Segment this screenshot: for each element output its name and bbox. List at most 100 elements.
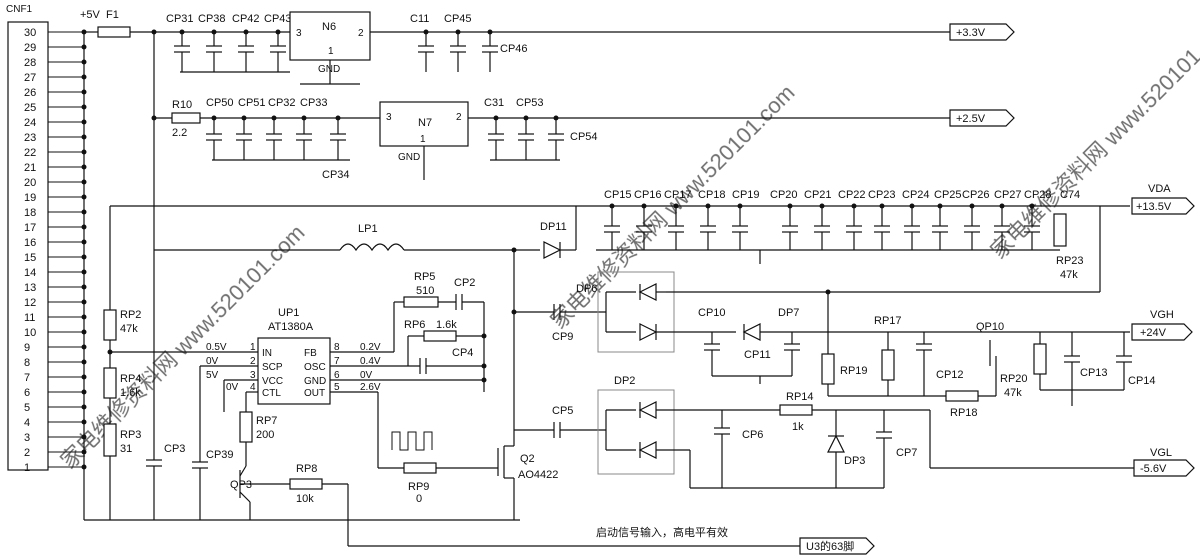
svg-text:N7: N7	[418, 117, 432, 129]
connector-pin: 14	[24, 267, 36, 279]
svg-text:QP3: QP3	[230, 479, 252, 491]
svg-text:DP2: DP2	[614, 375, 635, 387]
svg-text:2: 2	[358, 28, 364, 39]
connector-pin: 1	[24, 462, 30, 474]
vda-cap-label: CP23	[868, 189, 896, 201]
resistor-rp7	[239, 411, 253, 443]
ic-pin-number: 3	[250, 370, 256, 381]
output-vgh-tag	[1131, 323, 1193, 341]
svg-text:LP1: LP1	[358, 223, 378, 235]
dp2-package	[597, 389, 675, 475]
svg-text:CP33: CP33	[300, 97, 328, 109]
connector-pin: 8	[24, 357, 30, 369]
startup-signal: 启动信号输入，高电平有效 U3的63脚	[596, 525, 875, 555]
svg-text:GND: GND	[398, 152, 420, 163]
connector-pin: 18	[24, 207, 36, 219]
svg-text:RP8: RP8	[296, 463, 317, 475]
resistor-rp17	[881, 349, 895, 381]
resistor-rp8	[289, 478, 323, 490]
ic-pin-voltage: 0.2V	[360, 342, 381, 353]
fuse-label: F1	[106, 9, 119, 21]
svg-text:CP43: CP43	[264, 13, 292, 25]
svg-text:+13.5V: +13.5V	[1136, 201, 1172, 213]
svg-text:C31: C31	[484, 97, 504, 109]
svg-text:1.6k: 1.6k	[120, 387, 141, 399]
svg-text:AO4422: AO4422	[518, 469, 558, 481]
svg-text:10k: 10k	[296, 493, 314, 505]
resistor-rp5	[403, 296, 439, 308]
dp6-package	[597, 271, 675, 353]
svg-text:RP2: RP2	[120, 309, 141, 321]
svg-text:+2.5V: +2.5V	[956, 113, 986, 125]
svg-text:DP11: DP11	[540, 221, 567, 233]
connector-pin: 17	[24, 222, 36, 234]
resistor-rp23	[1053, 213, 1067, 247]
svg-text:UP1: UP1	[278, 307, 299, 319]
svg-text:CP42: CP42	[232, 13, 260, 25]
resistor-r10	[171, 112, 201, 124]
connector-pin: 24	[24, 117, 36, 129]
svg-text:CP2: CP2	[454, 277, 475, 289]
svg-text:C11: C11	[410, 13, 429, 25]
vgl-section: CP5 DP2 CP6 RP14 1k DP3	[514, 375, 1195, 489]
ic-pin-name: GND	[304, 376, 326, 387]
vda-cap-label: CP24	[902, 189, 930, 201]
ic-pin-name: SCP	[262, 362, 283, 373]
connector-pin: 19	[24, 192, 36, 204]
svg-text:1: 1	[328, 46, 334, 57]
svg-text:CP46: CP46	[500, 43, 528, 55]
rail-5v: +5V F1	[80, 9, 290, 460]
svg-text:RP14: RP14	[786, 391, 814, 403]
vda-cap-label: CP16	[634, 189, 662, 201]
connector-pin: 3	[24, 432, 30, 444]
rail-3v3: CP31 CP38 CP42 CP43 N6 3 2 1 GND C11 CP4…	[166, 11, 1015, 85]
ic-pin-number: 6	[334, 370, 340, 381]
connector-pin: 2	[24, 447, 30, 459]
connector-pin: 4	[24, 417, 30, 429]
svg-text:DP6: DP6	[576, 283, 597, 295]
vda-cap-label: CP21	[804, 189, 832, 201]
connector-label: CNF1	[6, 4, 33, 15]
connector-cnf1: CNF1 30292827262524232221201918171615141…	[6, 4, 520, 521]
ic-pin-number: 5	[334, 382, 340, 393]
feedback-network: RP5 510 CP2 RP6 1.6k CP4	[330, 271, 487, 393]
svg-text:3: 3	[296, 28, 302, 39]
connector-pin: 6	[24, 387, 30, 399]
svg-text:VDA: VDA	[1148, 183, 1171, 195]
connector-pin: 22	[24, 147, 36, 159]
svg-text:-5.6V: -5.6V	[1140, 463, 1167, 475]
ic-pin-name: OSC	[304, 362, 326, 373]
ic-pin-voltage: 0V	[206, 356, 219, 367]
connector-pin: 28	[24, 57, 36, 69]
ic-pin-number: 8	[334, 342, 340, 353]
startup-note: 启动信号输入，高电平有效	[596, 525, 728, 539]
connector-pin: 9	[24, 342, 30, 354]
svg-text:47k: 47k	[120, 323, 138, 335]
diode-dp11	[543, 241, 562, 259]
connector-pin: 10	[24, 327, 36, 339]
inductor-lp1	[339, 243, 405, 252]
vda-cap-label: CP17	[664, 189, 692, 201]
resistor-rp19	[821, 353, 835, 385]
svg-text:CP50: CP50	[206, 97, 234, 109]
svg-text:RP19: RP19	[840, 365, 868, 377]
regulator-n6	[289, 11, 371, 61]
svg-text:CP4: CP4	[452, 347, 473, 359]
svg-text:47k: 47k	[1060, 269, 1078, 281]
svg-text:31: 31	[120, 443, 132, 455]
svg-text:Q2: Q2	[520, 453, 535, 465]
svg-text:CP11: CP11	[744, 349, 771, 361]
svg-text:RP3: RP3	[120, 429, 141, 441]
svg-text:CP13: CP13	[1080, 367, 1108, 379]
svg-text:1k: 1k	[792, 421, 804, 433]
ic-pin-name: OUT	[304, 388, 325, 399]
connector-pin: 16	[24, 237, 36, 249]
svg-text:家电维修资料网 www.520101.com: 家电维修资料网 www.520101.com	[986, 10, 1200, 264]
vda-cap-label: CP27	[994, 189, 1022, 201]
rail-2v5: R10 2.2 CP50 CP51 CP32 CP33 CP34 N7 3 2 …	[151, 97, 1015, 181]
ic-pin-voltage: 5V	[206, 370, 219, 381]
connector-pin: 26	[24, 87, 36, 99]
svg-text:1.6k: 1.6k	[436, 319, 457, 331]
